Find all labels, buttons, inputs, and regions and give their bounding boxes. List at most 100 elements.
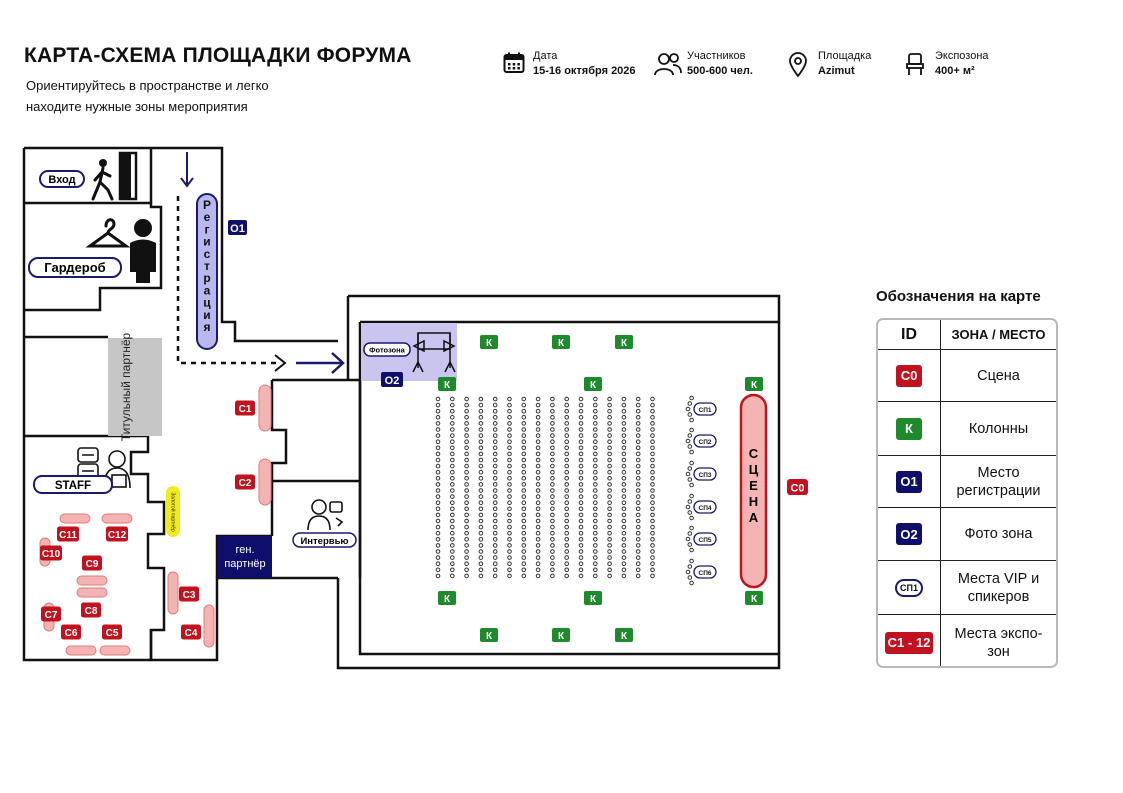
stat-expo-value: 400+ м² [935,65,975,77]
interview-label: Интервью [300,536,348,547]
vip-seat-6[interactable]: СП6 [685,558,717,586]
expo-zone-С11[interactable]: С11 [57,526,79,542]
expo-zone-С2[interactable]: С2 [235,474,255,490]
title-partner-zone [108,338,162,436]
people-icon [654,53,682,76]
legend-title: Обозначения на карте [876,288,1041,305]
person-icon [130,219,156,283]
svg-text:К: К [486,338,493,349]
svg-text:С2: С2 [239,478,252,489]
vip-seat-4[interactable]: СП4 [685,493,717,521]
stat-venue-value: Azimut [818,65,855,77]
staff-label: STAFF [55,480,91,492]
expo-zone-С7[interactable]: С7 [41,606,61,622]
expo-zone-С6[interactable]: С6 [61,624,81,640]
legend-header: ID ЗОНА / МЕСТО [878,320,1056,350]
svg-text:С10: С10 [42,549,61,560]
legend-badge: О1 [896,470,922,493]
column-marker: К [745,377,763,391]
expo-zone-С5[interactable]: С5 [102,624,122,640]
chair-icon [906,53,924,75]
legend-row-id: С0 [878,350,941,401]
expo-zone-С9[interactable]: С9 [82,555,102,571]
svg-text:С6: С6 [65,628,78,639]
column-marker: К [480,335,498,349]
column-marker: К [745,591,763,605]
svg-text:К: К [558,631,565,642]
legend-row-id: К [878,402,941,455]
wardrobe[interactable]: Гардероб [28,218,156,283]
svg-text:С7: С7 [45,610,58,621]
legend-badge: С1 - 12 [884,631,934,654]
staff-zone[interactable]: STAFF [33,447,131,494]
svg-text:С5: С5 [106,628,119,639]
vip-seat-3[interactable]: СП3 [685,460,717,488]
entrance[interactable]: Вход [39,151,138,201]
gen-partner-zone[interactable] [218,536,272,578]
expo-zone-С4[interactable]: С4 [181,624,201,640]
route-path [176,196,280,365]
vip-seat-2[interactable]: СП2 [685,427,717,455]
seating-area [435,396,655,579]
legend-header-id: ID [878,320,941,349]
svg-text:СП3: СП3 [699,472,712,479]
registration-id-badge: О1 [230,223,245,235]
svg-text:К: К [558,338,565,349]
expo-zone-С3[interactable]: С3 [179,586,199,602]
vip-seat-5[interactable]: СП5 [685,525,717,553]
column-marker: К [584,591,602,605]
expo-zone-С10[interactable]: С10 [40,545,62,561]
column-marker: К [438,591,456,605]
interview-person-icon [307,499,344,531]
legend-row-id: О1 [878,456,941,507]
column-marker: К [615,628,633,642]
left-building-walls [22,146,362,662]
calendar-icon [503,52,525,73]
title-partner-label: Титульный партнёр [119,332,133,441]
svg-text:К: К [444,380,451,391]
legend-badge: О2 [896,523,922,545]
main-hall-walls [336,294,781,670]
stat-participants-value: 500-600 чел. [687,65,753,77]
expo-zone-С12[interactable]: С12 [106,526,128,542]
photo-studio-icon [412,332,456,373]
legend-row-id: С1 - 12 [878,615,941,666]
entrance-label: Вход [48,174,75,186]
stat-participants-label: Участников [687,50,746,62]
legend-row-label: Место регистрации [956,464,1041,499]
stat-date-label: Дата [533,50,558,62]
hanger-icon [85,218,131,248]
svg-text:К: К [486,631,493,642]
column-marker: К [480,628,498,642]
svg-text:СП6: СП6 [699,570,712,577]
column-marker: К [438,377,456,391]
gold-partner-zone [166,486,180,537]
route-arrow-icon [296,352,345,374]
vip-seat-1[interactable]: СП1 [685,395,717,423]
svg-text:С11: С11 [59,530,77,541]
svg-text:К: К [590,380,597,391]
interview-zone[interactable]: Интервью [292,499,357,548]
legend-header-zone: ЗОНА / МЕСТО [951,326,1046,342]
photo-zone[interactable]: Фотозона О2 [361,323,457,387]
svg-text:СП4: СП4 [699,505,712,512]
expo-zone-С1[interactable]: С1 [235,400,255,416]
svg-text:К: К [590,594,597,605]
gold-partner-label: Золотой партнёр [170,492,177,532]
column-marker: К [584,377,602,391]
expo-zone-С8[interactable]: С8 [81,602,101,618]
photo-zone-id-badge: О2 [385,375,400,387]
wardrobe-label: Гардероб [44,260,105,275]
location-pin-icon [789,52,807,78]
gen-partner-label: ген.партнёр [224,544,265,570]
